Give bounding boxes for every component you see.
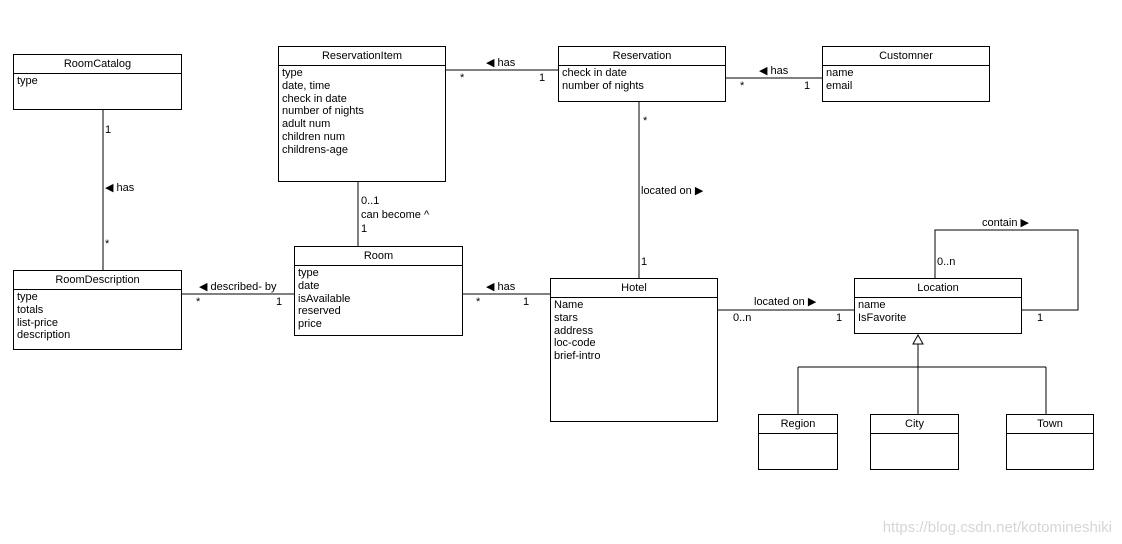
multiplicity-label: 1	[1037, 312, 1044, 324]
class-attributes: type totals list-price description	[14, 290, 181, 343]
multiplicity-label: 1	[276, 296, 283, 308]
multiplicity-label: 0..1	[361, 195, 380, 207]
multiplicity-label: 0..n	[733, 312, 752, 324]
attribute: brief-intro	[554, 350, 601, 363]
attribute: date	[298, 279, 320, 292]
class-attributes: check in date number of nights	[559, 66, 725, 94]
association-label: ◀ has	[486, 281, 516, 293]
attribute: description	[17, 329, 71, 342]
association-label: ◀ has	[759, 65, 789, 77]
attribute: number of nights	[282, 105, 364, 118]
multiplicity-label: 1	[539, 72, 546, 84]
attribute: Name	[554, 299, 584, 311]
attribute: check in date	[282, 92, 347, 105]
class-title: Town	[1007, 415, 1093, 434]
class-title: Hotel	[551, 279, 717, 298]
class-title: RoomCatalog	[14, 55, 181, 74]
attribute: reserved	[298, 305, 341, 318]
association-label: located on ▶	[754, 296, 817, 308]
class-attributes: type	[14, 74, 181, 89]
attribute: type	[298, 267, 319, 279]
attribute: price	[298, 318, 322, 331]
attribute: type	[282, 67, 303, 79]
multiplicity-label: 1	[836, 312, 843, 324]
line-location-self	[934, 229, 1079, 311]
class-attributes: Name stars address loc-code brief-intro	[551, 298, 717, 364]
multiplicity-label: *	[476, 296, 481, 308]
association-label: ◀ has	[105, 182, 135, 194]
class-title: ReservationItem	[279, 47, 445, 66]
class-reservation[interactable]: Reservation check in date number of nigh…	[558, 46, 726, 102]
multiplicity-label: 1	[105, 124, 112, 136]
attribute: email	[826, 79, 853, 92]
multiplicity-label: 1	[641, 256, 648, 268]
association-label: contain ▶	[982, 217, 1029, 229]
attribute: date, time	[282, 79, 331, 92]
multiplicity-label: 1	[361, 223, 368, 235]
class-attributes: type date, time check in date number of …	[279, 66, 445, 158]
class-attributes: name IsFavorite	[855, 298, 1021, 326]
class-title: Location	[855, 279, 1021, 298]
attribute: type	[17, 75, 38, 87]
multiplicity-label: 0..n	[937, 256, 956, 268]
class-room-catalog[interactable]: RoomCatalog type	[13, 54, 182, 110]
attribute: isAvailable	[298, 292, 351, 305]
attribute: name	[826, 67, 854, 79]
class-title: Region	[759, 415, 837, 434]
class-reservation-item[interactable]: ReservationItem type date, time check in…	[278, 46, 446, 182]
class-room-description[interactable]: RoomDescription type totals list-price d…	[13, 270, 182, 350]
attribute: list-price	[17, 316, 58, 329]
attribute: IsFavorite	[858, 311, 907, 324]
association-label: can become ^	[361, 209, 430, 221]
multiplicity-label: 1	[523, 296, 530, 308]
generalization-arrow-icon	[912, 333, 924, 345]
association-label: located on ▶	[641, 185, 704, 197]
class-location[interactable]: Location name IsFavorite	[854, 278, 1022, 334]
class-town[interactable]: Town	[1006, 414, 1094, 470]
class-hotel[interactable]: Hotel Name stars address loc-code brief-…	[550, 278, 718, 422]
attribute: childrens-age	[282, 143, 349, 156]
class-region[interactable]: Region	[758, 414, 838, 470]
multiplicity-label: *	[105, 238, 110, 250]
class-city[interactable]: City	[870, 414, 959, 470]
association-label: ◀ described- by	[199, 281, 277, 293]
attribute: check in date	[562, 67, 627, 79]
class-title: Room	[295, 247, 462, 266]
attribute: totals	[17, 303, 44, 316]
class-title: Reservation	[559, 47, 725, 66]
attribute: loc-code	[554, 337, 596, 350]
attribute: stars	[554, 311, 578, 324]
multiplicity-label: 1	[804, 80, 811, 92]
class-title: City	[871, 415, 958, 434]
attribute: number of nights	[562, 79, 644, 92]
class-title: RoomDescription	[14, 271, 181, 290]
watermark: https://blog.csdn.net/kotomineshiki	[882, 519, 1112, 536]
class-attributes: type date isAvailable reserved price	[295, 266, 462, 332]
multiplicity-label: *	[460, 72, 465, 84]
attribute: type	[17, 291, 38, 303]
class-customer[interactable]: Customner name email	[822, 46, 990, 102]
attribute: address	[554, 324, 594, 337]
multiplicity-label: *	[643, 115, 648, 127]
attribute: name	[858, 299, 886, 311]
multiplicity-label: *	[740, 80, 745, 92]
association-label: ◀ has	[486, 57, 516, 69]
class-attributes: name email	[823, 66, 989, 94]
attribute: children num	[282, 130, 345, 143]
attribute: adult num	[282, 118, 331, 131]
multiplicity-label: *	[196, 296, 201, 308]
class-room[interactable]: Room type date isAvailable reserved pric…	[294, 246, 463, 336]
class-title: Customner	[823, 47, 989, 66]
